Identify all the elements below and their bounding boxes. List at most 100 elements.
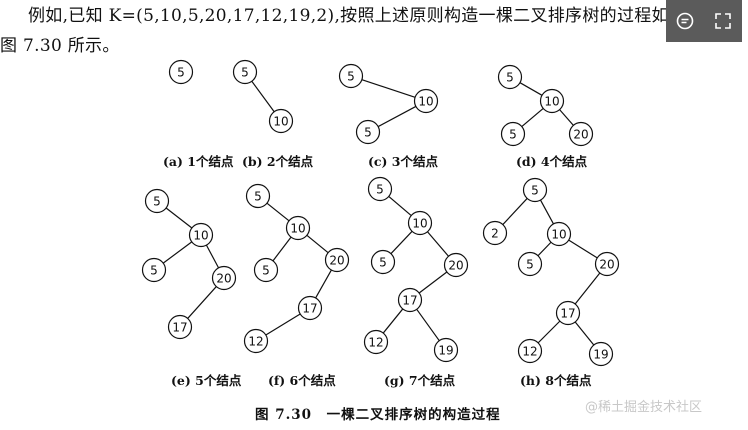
subfigure-label-c: (c) 3个结点 xyxy=(368,154,438,169)
tree-h-node-label-4: 20 xyxy=(599,258,614,272)
tree-e-node-label-4: 17 xyxy=(172,321,187,335)
fullscreen-button[interactable] xyxy=(709,7,737,35)
tree-h-node-3 xyxy=(517,251,543,277)
watermark: @稀土掘金技术社区 xyxy=(585,400,703,415)
tree-h-edge-0 xyxy=(502,198,528,225)
tree-e-node-3 xyxy=(211,265,237,291)
tree-b-node-label-0: 5 xyxy=(241,66,249,80)
tree-d-edge-1 xyxy=(521,107,544,128)
tree-g-edge-5 xyxy=(416,308,440,342)
subfigure-label-d: (d) 4个结点 xyxy=(516,154,588,169)
tree-f-node-0 xyxy=(245,183,271,209)
tree-h-node-label-5: 17 xyxy=(560,307,575,321)
tree-c-node-label-0: 5 xyxy=(347,70,355,84)
tree-g-node-1 xyxy=(407,210,433,236)
tree-g-node-0 xyxy=(367,176,393,202)
tree-d-node-label-2: 5 xyxy=(509,128,517,142)
tree-b-edge-0 xyxy=(251,80,275,113)
tree-c-node-1 xyxy=(413,88,439,114)
tree-h-node-label-0: 5 xyxy=(531,184,539,198)
tree-e-node-2 xyxy=(141,257,167,283)
tree-f-node-label-0: 5 xyxy=(254,190,262,204)
tree-d-node-label-3: 20 xyxy=(573,128,588,142)
tree-h-edge-1 xyxy=(539,199,555,225)
tree-h-edge-3 xyxy=(568,239,598,259)
tree-a-node-0 xyxy=(168,59,194,85)
tree-h-node-2 xyxy=(546,221,572,247)
tree-e-node-label-1: 10 xyxy=(193,229,208,243)
tree-e-edge-0 xyxy=(165,207,193,229)
tree-h-node-4 xyxy=(594,251,620,277)
tree-f-node-label-1: 10 xyxy=(290,222,305,236)
tree-d-node-3 xyxy=(568,121,594,147)
tree-h-node-5 xyxy=(555,300,581,326)
tree-g-node-label-5: 12 xyxy=(368,336,383,350)
tree-g-node-label-3: 20 xyxy=(448,259,463,273)
tree-e-edge-2 xyxy=(205,244,220,269)
tree-e-node-label-0: 5 xyxy=(153,195,161,209)
tree-f-node-label-4: 17 xyxy=(302,302,317,316)
tree-h-edge-5 xyxy=(537,320,561,344)
tree-h-node-6 xyxy=(517,338,543,364)
subfigure-label-g: (g) 7个结点 xyxy=(384,373,456,388)
tree-d-node-2 xyxy=(500,121,526,147)
tree-f-node-2 xyxy=(253,257,279,283)
tree-d-node-label-1: 10 xyxy=(544,95,559,109)
tree-e-edge-3 xyxy=(187,286,217,319)
tree-f-node-4 xyxy=(297,295,323,321)
subfigure-label-e: (e) 5个结点 xyxy=(171,373,242,388)
tree-g-node-label-6: 19 xyxy=(438,344,453,358)
tree-h-node-0 xyxy=(522,177,548,203)
subfigure-label-b: (b) 2个结点 xyxy=(242,154,314,169)
tree-b: 5 10 xyxy=(232,59,294,134)
tree-c-node-2 xyxy=(355,119,381,145)
tree-e-node-4 xyxy=(167,314,193,340)
comment-icon xyxy=(676,12,694,30)
figure-caption: 图 7.30 一棵二叉排序树的构造过程 xyxy=(255,407,501,423)
tree-d-edge-2 xyxy=(559,109,574,126)
tree-c-edge-0 xyxy=(361,79,416,98)
tree-f-edge-4 xyxy=(265,313,301,336)
tree-h-edge-2 xyxy=(537,241,552,257)
subfigure-label-a: (a) 1个结点 xyxy=(163,154,234,169)
tree-f-node-label-2: 5 xyxy=(262,264,270,278)
tree-e-node-label-2: 5 xyxy=(150,264,158,278)
tree-c-node-label-1: 10 xyxy=(418,95,433,109)
tree-h-node-label-3: 5 xyxy=(526,258,534,272)
tree-b-node-0 xyxy=(232,59,258,85)
tree-g-edge-4 xyxy=(382,308,404,334)
tree-f-node-1 xyxy=(285,215,311,241)
tree-g-node-2 xyxy=(370,249,396,275)
tree-h-node-label-7: 19 xyxy=(593,348,608,362)
tree-g-node-6 xyxy=(433,337,459,363)
tree-f-edge-2 xyxy=(306,234,329,254)
tree-g-node-label-0: 5 xyxy=(376,183,384,197)
tree-g-node-label-2: 5 xyxy=(379,256,387,270)
tree-g-node-label-4: 17 xyxy=(402,294,417,308)
tree-d-node-0 xyxy=(497,64,523,90)
tree-h-node-7 xyxy=(588,341,614,367)
tree-f-edge-3 xyxy=(315,269,332,299)
tree-h-edge-4 xyxy=(574,272,601,305)
tree-b-node-label-1: 10 xyxy=(273,115,288,129)
expand-icon xyxy=(715,13,731,29)
tree-e-node-label-3: 20 xyxy=(216,272,231,286)
tree-f-edge-1 xyxy=(272,236,292,262)
tree-b-node-1 xyxy=(268,108,294,134)
tree-e-node-1 xyxy=(188,222,214,248)
tree-a: 5 xyxy=(168,59,194,85)
tree-h-node-1 xyxy=(482,220,508,246)
tree-h-node-label-1: 2 xyxy=(491,227,499,241)
tree-g-node-4 xyxy=(397,287,423,313)
tree-c-edge-1 xyxy=(377,105,417,128)
tree-f-node-3 xyxy=(324,247,350,273)
comment-button[interactable] xyxy=(671,7,699,35)
tree-g-edge-0 xyxy=(388,195,412,217)
image-toolbar xyxy=(666,0,742,42)
